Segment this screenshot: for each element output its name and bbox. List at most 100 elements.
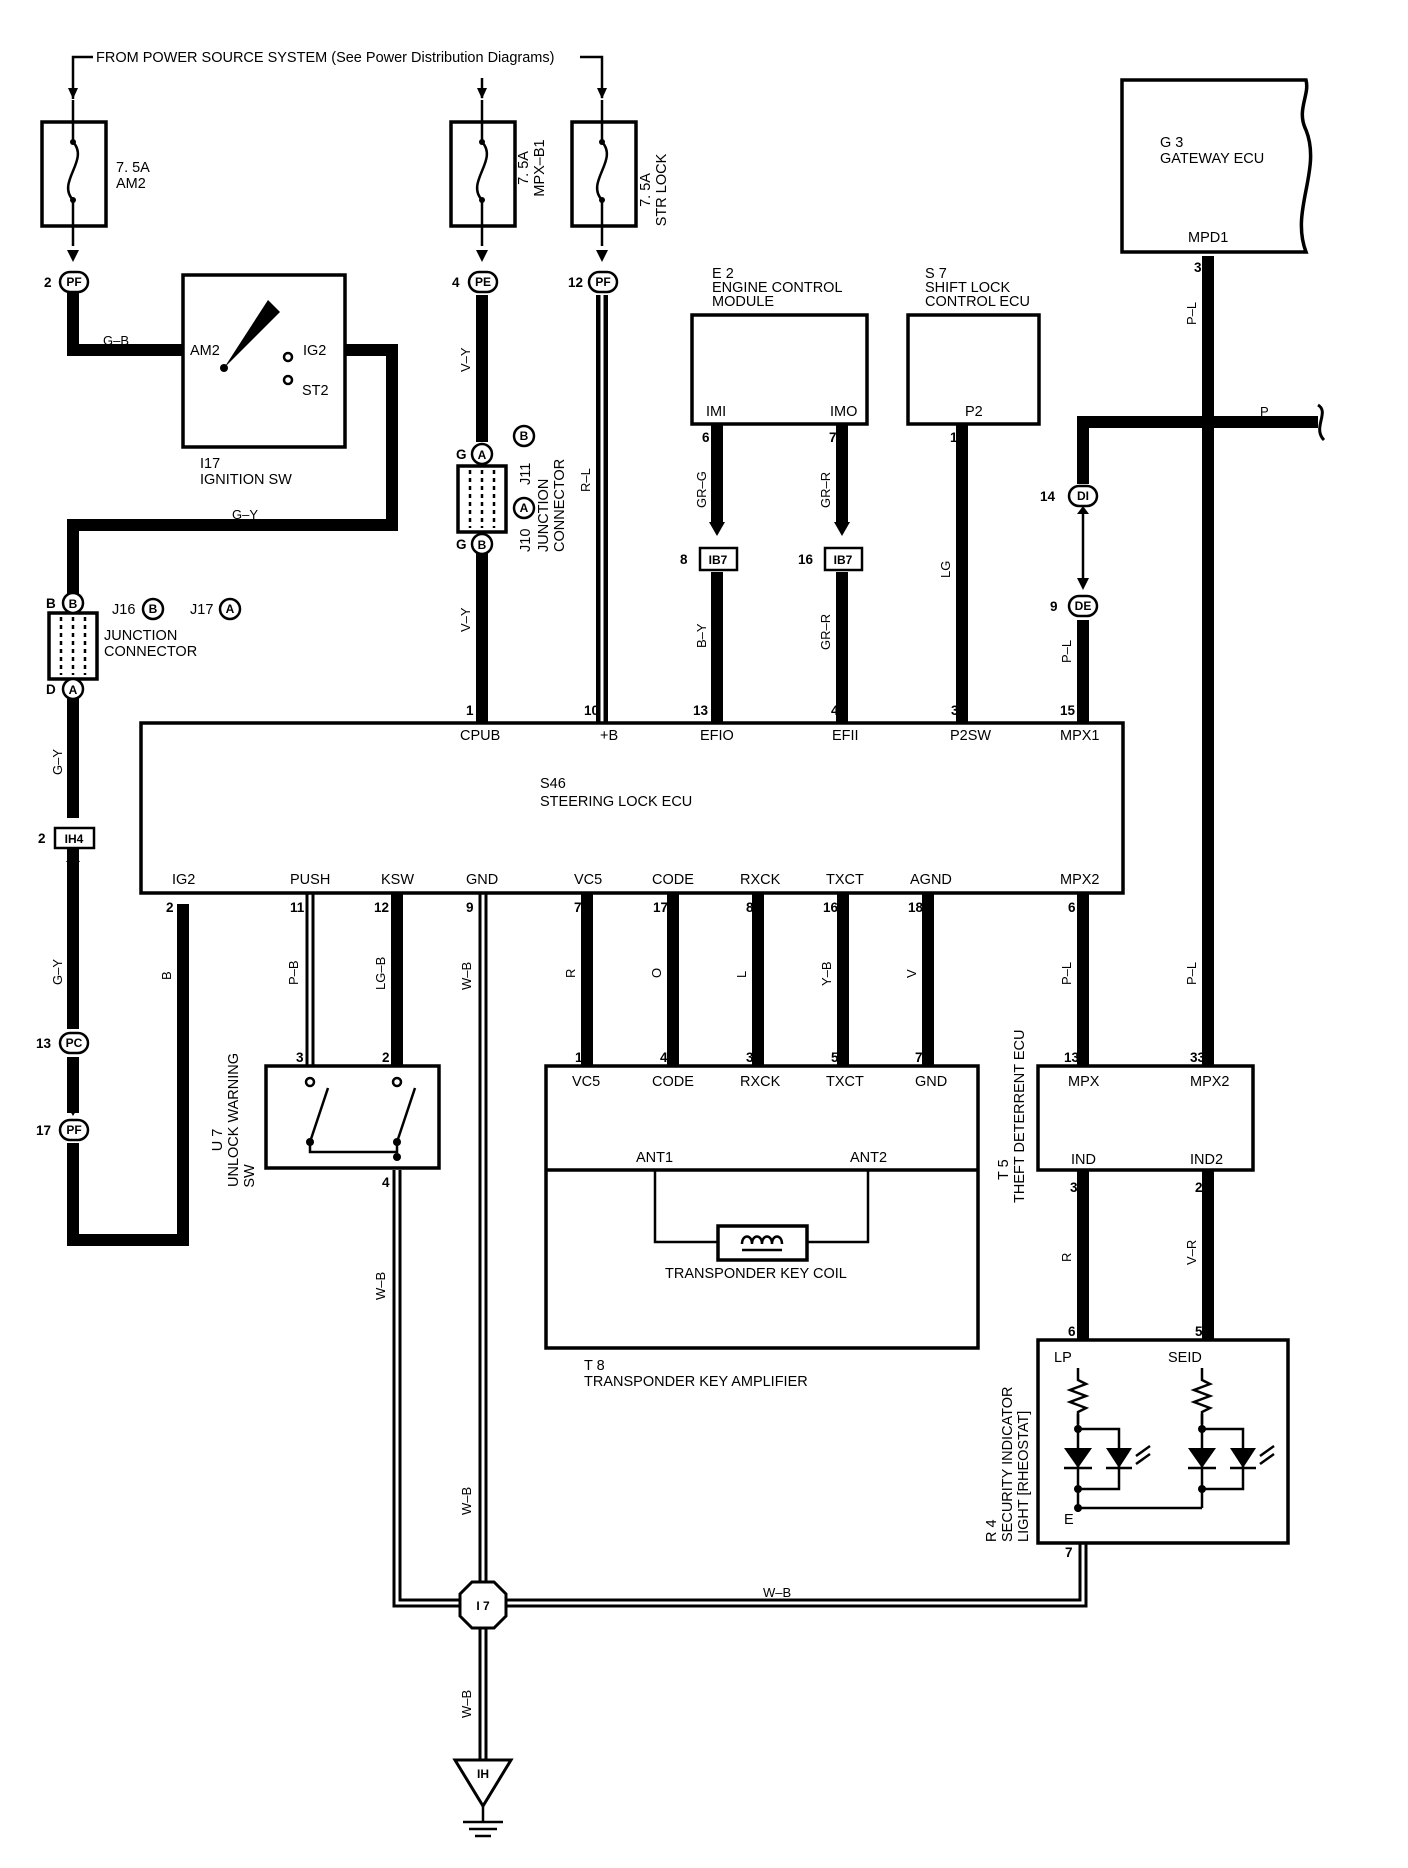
wire-gr-r-1: GR–R (818, 472, 833, 508)
t8-terminal-vc5: VC5 (572, 1074, 600, 1090)
s46-name: STEERING LOCK ECU (540, 794, 692, 810)
wire-w-b-3: W–B (459, 1487, 474, 1515)
gateway-ecu: G 3 GATEWAY ECU MPD1 3 (1120, 78, 1313, 275)
wire-v-y-2: V–Y (458, 607, 473, 632)
pin-s7-11: 11 (950, 430, 965, 445)
conn-pf-3: PF (66, 1123, 81, 1137)
s46-top-cpub: CPUB (460, 728, 500, 744)
jc1-code1: J10 (518, 529, 534, 552)
pin-s46-12: 12 (374, 900, 389, 915)
s7-code: S 7 (925, 266, 947, 282)
jc1-code1-letter: A (520, 501, 529, 515)
conn-de-pin: 9 (1050, 599, 1058, 614)
conn-ib7-1: IB7 (709, 553, 728, 567)
wire-l: L (734, 971, 749, 978)
jc2-top-pin: B (46, 596, 56, 611)
s46-bot-rxck: RXCK (740, 872, 781, 888)
conn-pf-1: PF (66, 275, 81, 289)
g3-code: G 3 (1160, 135, 1183, 151)
pin-ig-5: 5 (168, 343, 176, 358)
pin-s46-1: 1 (466, 703, 474, 718)
jc1-bottom-pin: G (456, 537, 467, 552)
wire-p-l-1: P–L (1059, 640, 1074, 663)
wire-r-2: R (1059, 1253, 1074, 1262)
shift-lock-ecu: S 7 SHIFT LOCK CONTROL ECU P2 11 (906, 266, 1041, 445)
theft-deterrent-ecu: MPX MPX2 IND IND2 13 33 3 2 T 5 THEFT DE… (996, 1030, 1255, 1203)
wire-g-b: G–B (103, 333, 129, 348)
wire-v-r: V–R (1184, 1240, 1199, 1265)
engine-control-module: E 2 ENGINE CONTROL MODULE IMI IMO 6 7 (690, 266, 869, 445)
conn-ib7-2-pin: 16 (798, 552, 814, 567)
wire-gr-g: GR–G (694, 471, 709, 508)
fuse-am2-name: AM2 (116, 176, 146, 192)
t8-ant2: ANT2 (850, 1150, 887, 1166)
jc2-bottom-pin: D (46, 682, 56, 697)
wire-g-y-1: G–Y (232, 507, 258, 522)
s46-bot-push: PUSH (290, 872, 330, 888)
e2-terminal-imo: IMO (830, 404, 857, 420)
s46-top-p2sw: P2SW (950, 728, 991, 744)
wire-y-b: Y–B (819, 961, 834, 986)
pin-s46-15: 15 (1060, 703, 1076, 718)
ground-splice-label: I 7 (476, 1599, 490, 1613)
s46-top-efii: EFII (832, 728, 859, 744)
ignition-terminal-st2: ST2 (302, 383, 329, 399)
wire-v-y-1: V–Y (458, 347, 473, 372)
pin-s46-9: 9 (466, 900, 474, 915)
security-indicator-light: LP SEID E 6 5 7 R 4 SECURITY INDICATOR (984, 1324, 1290, 1560)
wire-w-b-4: W–B (763, 1585, 791, 1600)
pin-s46-6: 6 (1068, 900, 1076, 915)
e2-name-1: ENGINE CONTROL (712, 280, 843, 296)
s46-bot-txct: TXCT (826, 872, 864, 888)
pin-ig-6: 6 (350, 343, 358, 358)
s46-bot-ig2: IG2 (172, 872, 195, 888)
ground-splice: I 7 (458, 1580, 508, 1630)
wire-g-y-3: G–Y (50, 959, 65, 985)
e2-code: E 2 (712, 266, 734, 282)
t8-coil: TRANSPONDER KEY COIL (665, 1266, 847, 1282)
t5-terminal-mpx2: MPX2 (1190, 1074, 1230, 1090)
jc2-bottom-letter: A (69, 683, 78, 697)
jc2-name-2: CONNECTOR (104, 644, 197, 660)
s46-code: S46 (540, 776, 566, 792)
t8-code: T 8 (584, 1358, 605, 1374)
pin-t8-4: 4 (660, 1050, 668, 1065)
pin-s46-18: 18 (908, 900, 924, 915)
u7-name-2: SW (242, 1164, 258, 1188)
steering-lock-ecu: S46 STEERING LOCK ECU CPUB +B EFIO EFII … (139, 703, 1125, 915)
ignition-terminal-am2: AM2 (190, 343, 220, 359)
u7-name-1: UNLOCK WARNING (226, 1053, 242, 1187)
s46-top-b: +B (600, 728, 618, 744)
fuse-am2: 7. 5A AM2 (40, 100, 150, 246)
conn-ih4-pin: 2 (38, 831, 46, 846)
e2-terminal-imi: IMI (706, 404, 726, 420)
pin-t5-33: 33 (1190, 1050, 1206, 1065)
t5-terminal-ind2: IND2 (1190, 1152, 1223, 1168)
jc1-code2-letter: B (520, 429, 529, 443)
conn-di-pin: 14 (1040, 489, 1056, 504)
wire-p-b: P–B (286, 960, 301, 985)
jc1-name-2: CONNECTOR (552, 459, 568, 552)
wire-lg-b: LG–B (373, 957, 388, 990)
pin-e2-6: 6 (702, 430, 710, 445)
wire-w-b-5: W–B (459, 1690, 474, 1718)
power-source: FROM POWER SOURCE SYSTEM (See Power Dist… (68, 50, 607, 99)
jc1-code2: J11 (518, 463, 534, 485)
jc2-code2: J17 (190, 602, 213, 618)
wire-r-1: R (563, 969, 578, 978)
fuse-str-lock: 7. 5A STR LOCK (570, 100, 670, 246)
r4-name-2: LIGHT [RHEOSTAT] (1016, 1411, 1032, 1542)
wire-b: B (159, 971, 174, 980)
unlock-warning-sw: 3 2 4 U 7 UNLOCK WARNING SW (210, 1050, 441, 1190)
transponder-key-amplifier: VC5 CODE RXCK TXCT GND 1 4 3 5 7 ANT1 AN… (544, 1050, 980, 1390)
conn-pf-1-pin: 2 (44, 275, 52, 290)
conn-ib7-2: IB7 (834, 553, 853, 567)
pin-t8-3: 3 (746, 1050, 754, 1065)
r4-terminal-seid: SEID (1168, 1350, 1202, 1366)
conn-pf-3-pin: 17 (36, 1123, 51, 1138)
pin-t5-3: 3 (1070, 1180, 1078, 1195)
s46-bot-mpx2: MPX2 (1060, 872, 1100, 888)
t5-terminal-ind: IND (1071, 1152, 1096, 1168)
t8-ant1: ANT1 (636, 1150, 673, 1166)
